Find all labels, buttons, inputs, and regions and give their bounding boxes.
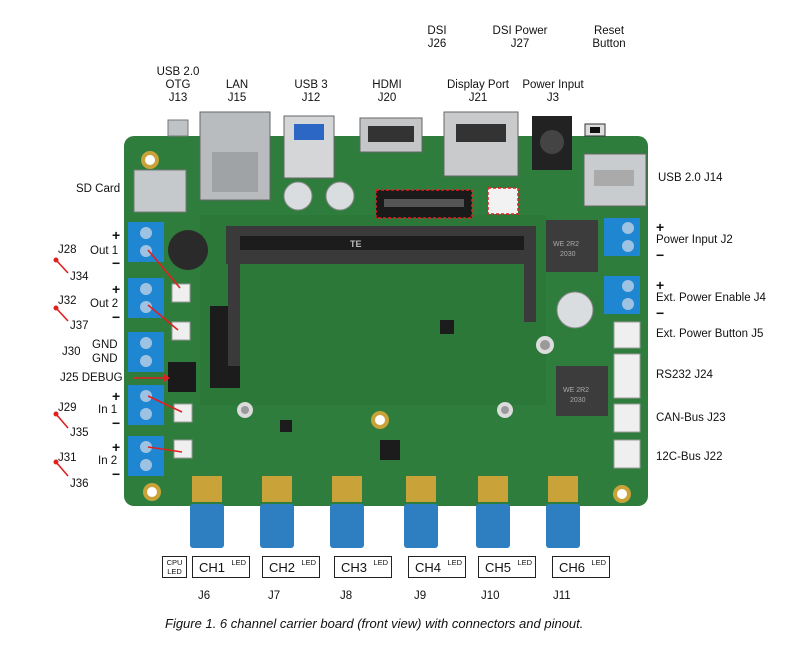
out1-plus: + bbox=[112, 227, 121, 243]
svg-text:WE 2R2: WE 2R2 bbox=[553, 241, 579, 248]
label-j31: J31 bbox=[58, 452, 77, 464]
in1-minus: − bbox=[112, 415, 121, 431]
label-j7: J7 bbox=[268, 590, 281, 602]
power-j2-plus: + bbox=[656, 219, 665, 235]
label-j37: J37 bbox=[70, 320, 89, 332]
channel-box-ch6: CH6 LED bbox=[552, 556, 610, 578]
led-tag: LED bbox=[301, 558, 316, 567]
out1-minus: − bbox=[112, 255, 121, 271]
ext-enable-plus: + bbox=[656, 277, 665, 293]
label-rs232: RS232 J24 bbox=[656, 369, 713, 381]
label-power-input-j2: Power Input J2 bbox=[656, 234, 733, 246]
label-in1: In 1 bbox=[98, 404, 118, 416]
ext-enable-minus: − bbox=[656, 305, 665, 321]
channel-box-ch1: CH1 LED bbox=[192, 556, 250, 578]
in2-plus: + bbox=[112, 439, 121, 455]
channel-box-ch2: CH2 LED bbox=[262, 556, 320, 578]
inductor-1 bbox=[546, 220, 598, 272]
led-tag: LED bbox=[517, 558, 532, 567]
channel-label: CH3 bbox=[341, 560, 368, 575]
sd-card-slot bbox=[133, 169, 187, 213]
svg-text:2030: 2030 bbox=[570, 397, 586, 404]
sma-connectors bbox=[190, 476, 580, 548]
label-gnd-2: GND bbox=[92, 353, 118, 365]
dsi-power-connector bbox=[487, 187, 519, 215]
label-j10: J10 bbox=[481, 590, 500, 602]
label-debug: J25 DEBUG bbox=[60, 372, 123, 384]
led-tag: LED bbox=[231, 558, 246, 567]
label-ext-power-enable: Ext. Power Enable J4 bbox=[656, 292, 766, 304]
led-tag: LED bbox=[373, 558, 388, 567]
label-j30: J30 bbox=[62, 346, 81, 358]
label-usb-j14: USB 2.0 J14 bbox=[658, 172, 723, 184]
out2-plus: + bbox=[112, 281, 121, 297]
right-terminal-blocks bbox=[604, 218, 640, 314]
out2-minus: − bbox=[112, 309, 121, 325]
label-gnd-1: GND bbox=[92, 339, 118, 351]
label-j11: J11 bbox=[553, 590, 571, 602]
channel-label: CH4 bbox=[415, 560, 442, 575]
channel-label: CH6 bbox=[559, 560, 586, 575]
label-can-bus: CAN-Bus J23 bbox=[656, 412, 726, 424]
label-in2: In 2 bbox=[98, 455, 118, 467]
channel-label: CH1 bbox=[199, 560, 226, 575]
label-j28: J28 bbox=[58, 244, 77, 256]
led-tag: LED bbox=[591, 558, 606, 567]
led-tag: LED bbox=[447, 558, 462, 567]
label-j8: J8 bbox=[340, 590, 353, 602]
power-j2-minus: − bbox=[656, 247, 665, 263]
figure-caption: Figure 1. 6 channel carrier board (front… bbox=[165, 616, 584, 631]
inductor-2 bbox=[556, 366, 608, 416]
channel-box-ch5: CH5 LED bbox=[478, 556, 536, 578]
svg-text:2030: 2030 bbox=[560, 251, 576, 258]
label-j36: J36 bbox=[70, 478, 89, 490]
label-sd-card: SD Card bbox=[76, 183, 121, 195]
right-white-connectors bbox=[613, 321, 641, 469]
label-out1: Out 1 bbox=[90, 245, 119, 257]
label-j35: J35 bbox=[70, 427, 89, 439]
label-i2c-bus: 12C-Bus J22 bbox=[656, 451, 723, 463]
label-j6: J6 bbox=[198, 590, 211, 602]
label-j32: J32 bbox=[58, 295, 77, 307]
red-pointer-lines bbox=[55, 249, 183, 477]
debug-header bbox=[168, 362, 196, 392]
label-out2: Out 2 bbox=[90, 298, 119, 310]
in1-plus: + bbox=[112, 388, 121, 404]
label-j29: J29 bbox=[58, 402, 77, 414]
label-j9: J9 bbox=[414, 590, 427, 602]
in2-minus: − bbox=[112, 466, 121, 482]
channel-label: CH2 bbox=[269, 560, 296, 575]
label-j34: J34 bbox=[70, 271, 89, 283]
display-port bbox=[443, 111, 519, 177]
usb-otg-port bbox=[167, 119, 189, 137]
capacitor bbox=[168, 230, 208, 270]
svg-text:TE: TE bbox=[350, 239, 362, 249]
channel-label: CH5 bbox=[485, 560, 512, 575]
channel-box-ch4: CH4 LED bbox=[408, 556, 466, 578]
mounting-holes bbox=[141, 151, 631, 503]
label-ext-power-button: Ext. Power Button J5 bbox=[656, 328, 764, 340]
channel-box-ch3: CH3 LED bbox=[334, 556, 392, 578]
svg-text:WE 2R2: WE 2R2 bbox=[563, 387, 589, 394]
